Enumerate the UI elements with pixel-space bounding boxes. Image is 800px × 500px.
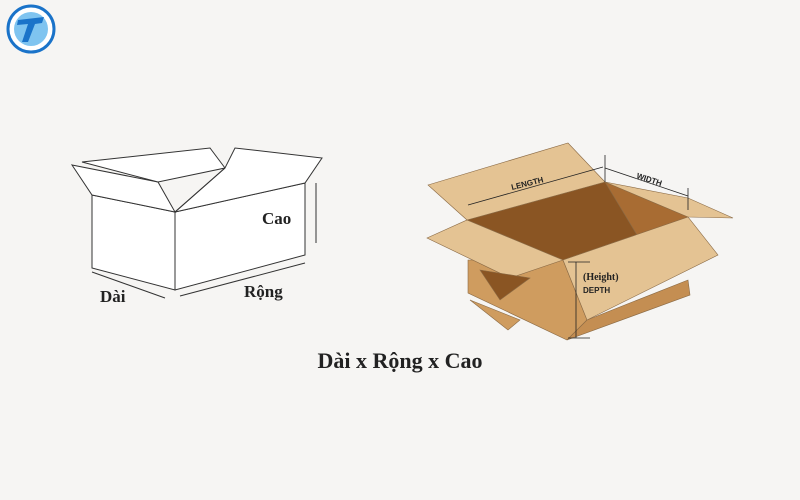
width-label: Rộng: [244, 282, 283, 301]
depth-dim-label: DEPTH: [583, 286, 610, 295]
height-dim-label: (Height): [583, 272, 619, 283]
left-box-dimensions: [91, 183, 317, 299]
width-dim-label: WIDTH: [635, 171, 663, 188]
cardboard-box-illustration: [426, 142, 734, 341]
height-label: Cao: [262, 209, 291, 228]
logo: [6, 4, 56, 54]
formula-caption: Dài x Rộng x Cao: [317, 348, 483, 373]
left-box-drawing: [70, 147, 323, 291]
length-label: Dài: [100, 287, 126, 306]
right-box-dimensions: [467, 155, 689, 339]
